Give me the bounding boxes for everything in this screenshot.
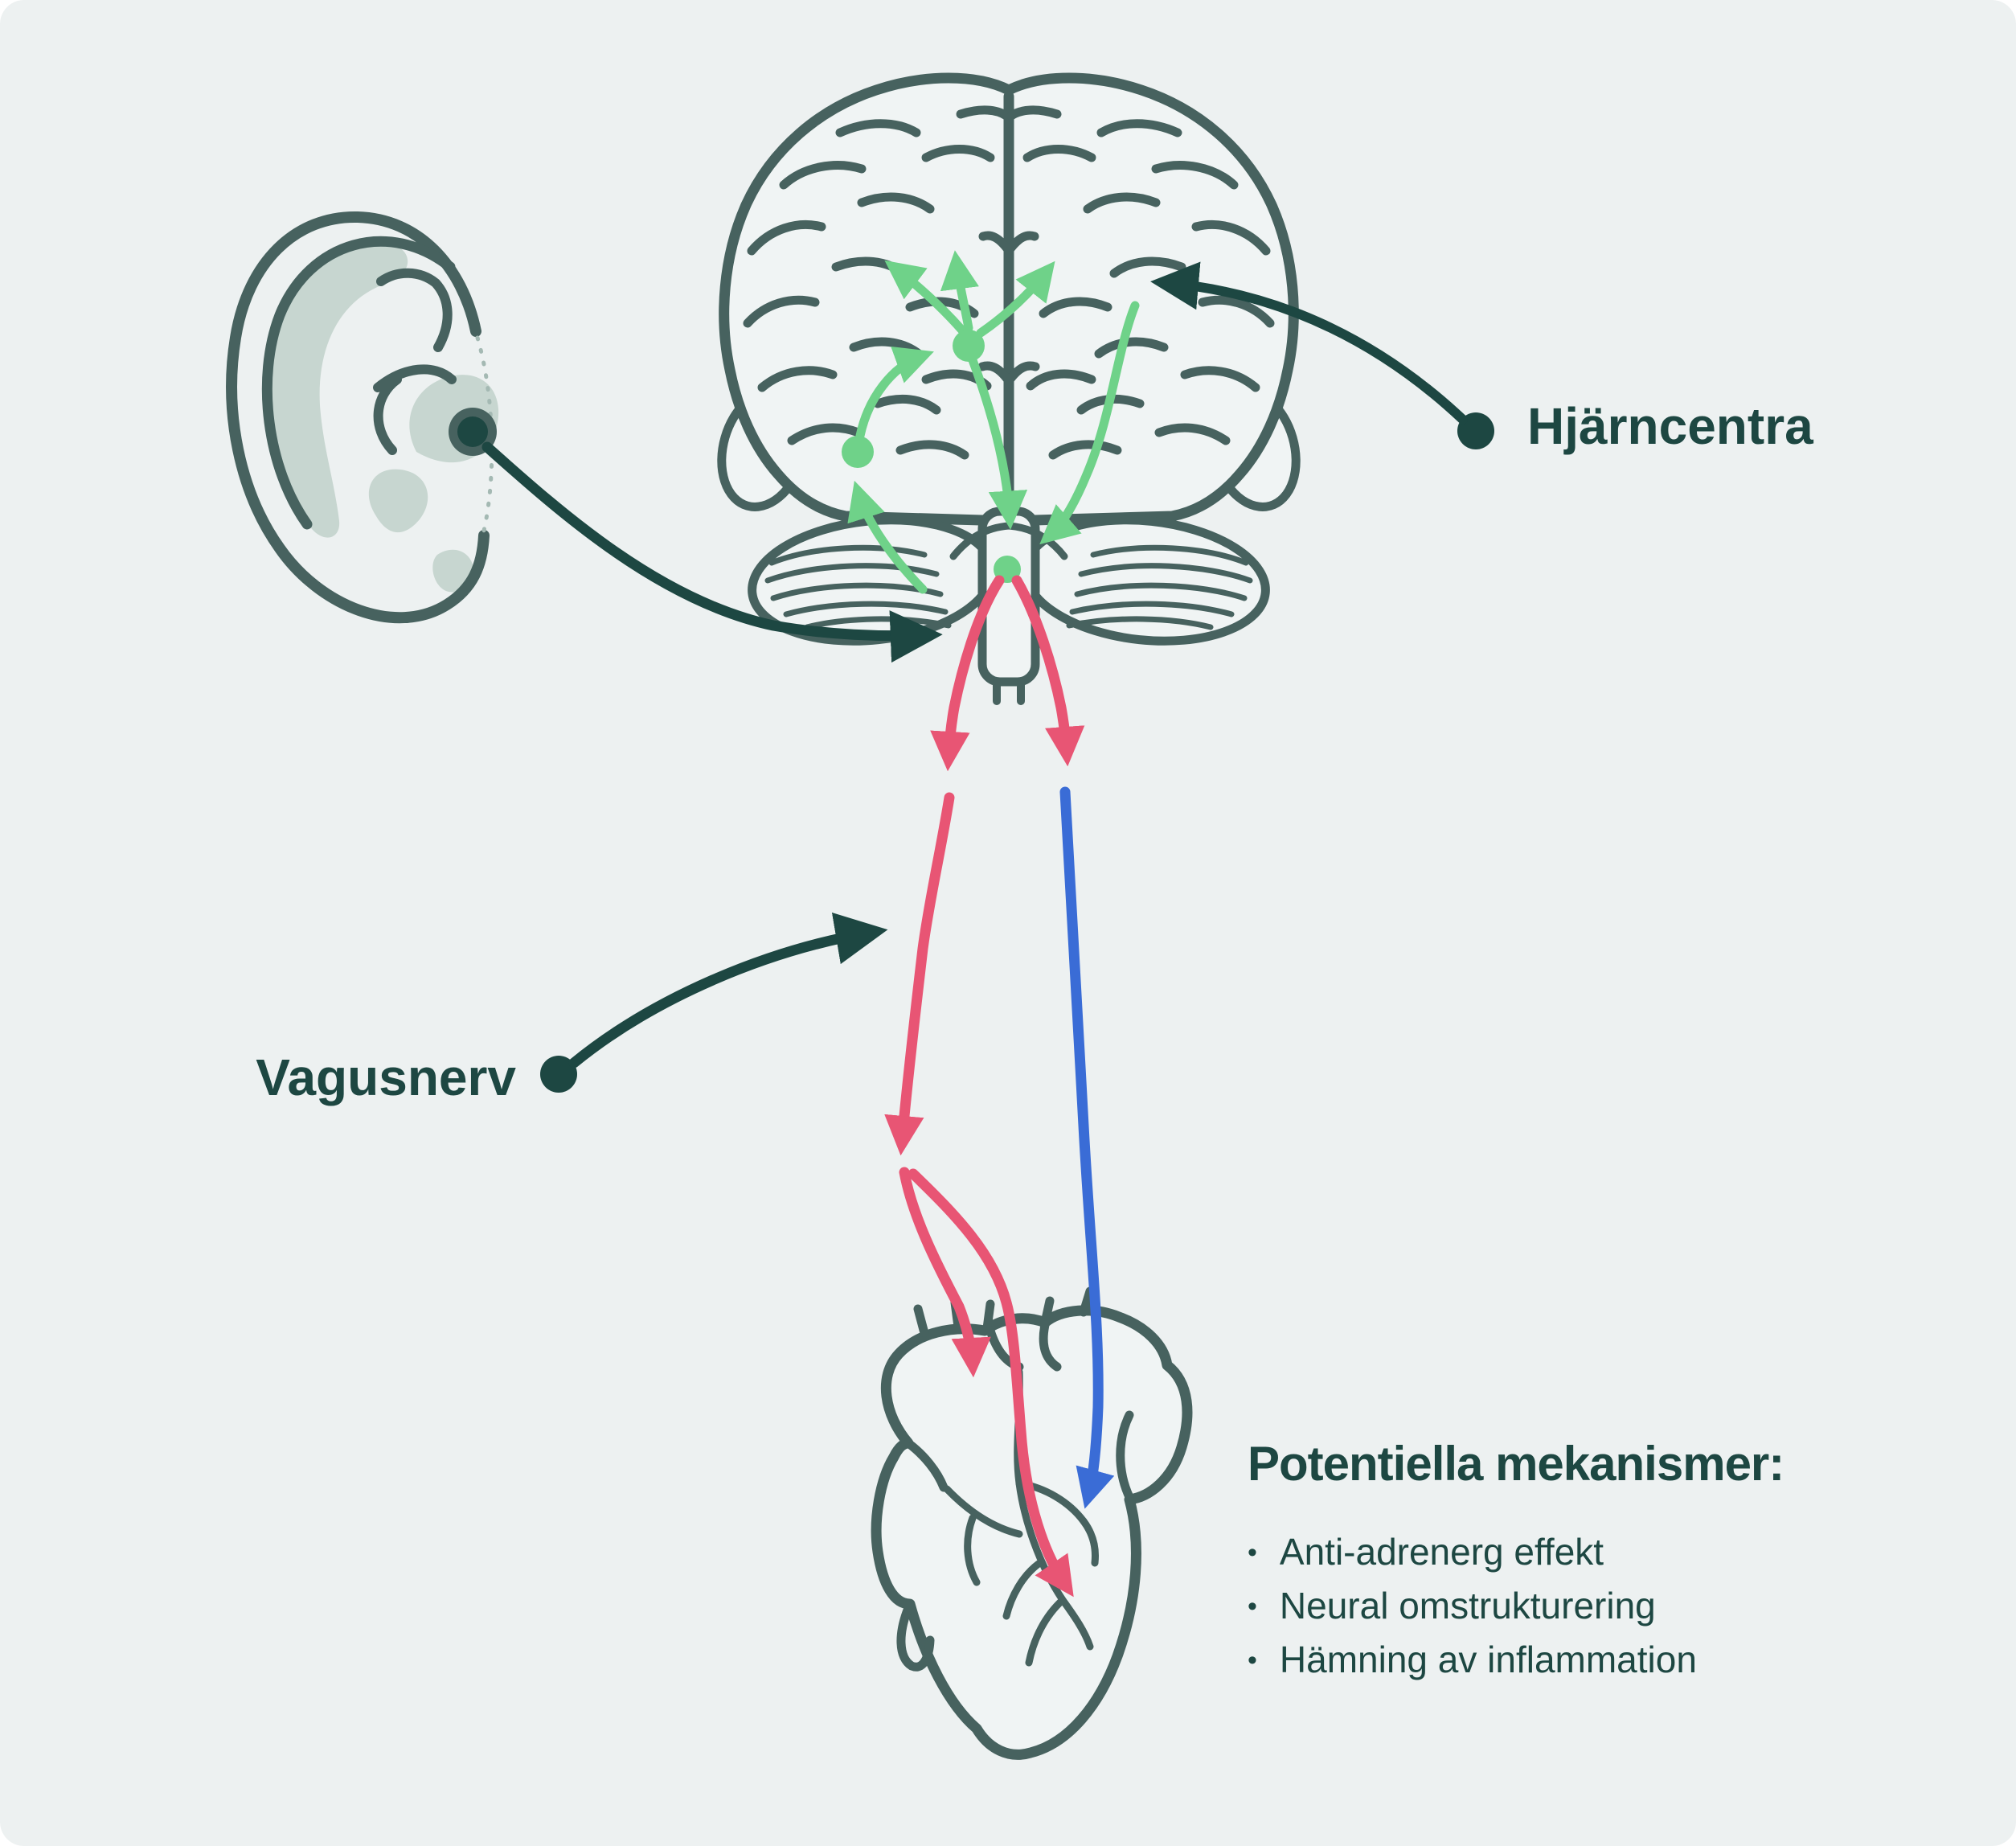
callouts [449, 261, 1494, 1093]
green-arrow-upper-left [884, 260, 968, 336]
ear-lobe-shade [432, 549, 474, 593]
green-arrow-midline-down [968, 355, 1028, 530]
heart-vessels [896, 1286, 1134, 1672]
vagus-callout-arrow [568, 913, 888, 1069]
ear-to-brainstem-arrow [481, 441, 943, 663]
label-brain-centers: Hjärncentra [1527, 397, 1813, 455]
red-path-left-upper [930, 575, 1005, 772]
ear-outer-outline [226, 211, 490, 624]
brainstem-roots [993, 678, 1025, 705]
mechanism-item: • Neural omstrukturering [1248, 1581, 1784, 1635]
ear-helix-ridge [264, 243, 408, 538]
ear-inner-rim [261, 236, 456, 530]
mechanism-item-label: Anti-adrenerg effekt [1279, 1531, 1604, 1573]
vagus-callout-dot [540, 1056, 577, 1093]
red-branch-to-aorta [899, 1167, 991, 1378]
ear-crus-curve [376, 268, 453, 352]
brain-node-left [842, 436, 874, 468]
green-arrow-upper-right [976, 260, 1055, 338]
ear-concha-curve [373, 375, 402, 455]
label-vagus-nerve: Vagusnerv [256, 1048, 516, 1106]
mechanism-item: • Hämning av inflammation [1248, 1635, 1784, 1688]
mechanisms-heading: Potentiella mekanismer: [1248, 1437, 1784, 1491]
vagus-efferent-path-red [884, 575, 1085, 1598]
afferent-path-blue [1059, 786, 1115, 1509]
green-arrow-node-to-node [855, 346, 934, 441]
gyri-right [1006, 105, 1275, 460]
bullet-icon: • [1248, 1591, 1257, 1622]
brain-node-upper [953, 330, 985, 362]
midline-sulci [977, 231, 1040, 386]
mechanism-item-label: Hämning av inflammation [1279, 1639, 1697, 1680]
gyri-left [743, 105, 1011, 460]
green-arrow-into-left-node [847, 480, 928, 594]
ear-antitragus [368, 469, 428, 533]
bullet-icon: • [1248, 1645, 1257, 1676]
brain-centers-callout-arrow [1150, 261, 1468, 425]
red-path-right [1011, 575, 1085, 767]
brain-illustration [717, 72, 1301, 705]
ear-stimulation-point-core [457, 416, 488, 447]
red-branch-through-heart [908, 1168, 1074, 1598]
mechanisms-list: • Anti-adrenerg effekt • Neural omstrukt… [1248, 1527, 1784, 1688]
green-arrow-right-sweep [1039, 301, 1140, 545]
ear-antihelix-curve [373, 364, 457, 392]
heart-illustration [871, 1286, 1193, 1760]
mechanism-item: • Anti-adrenerg effekt [1248, 1527, 1784, 1581]
mechanism-item-label: Neural omstrukturering [1279, 1585, 1656, 1627]
red-path-left-lower [884, 792, 955, 1156]
green-arrow-up [940, 250, 979, 333]
mechanisms-block: Potentiella mekanismer: • Anti-adrenerg … [1248, 1436, 1784, 1688]
bullet-icon: • [1248, 1537, 1257, 1568]
green-brain-arrows [842, 250, 1140, 594]
